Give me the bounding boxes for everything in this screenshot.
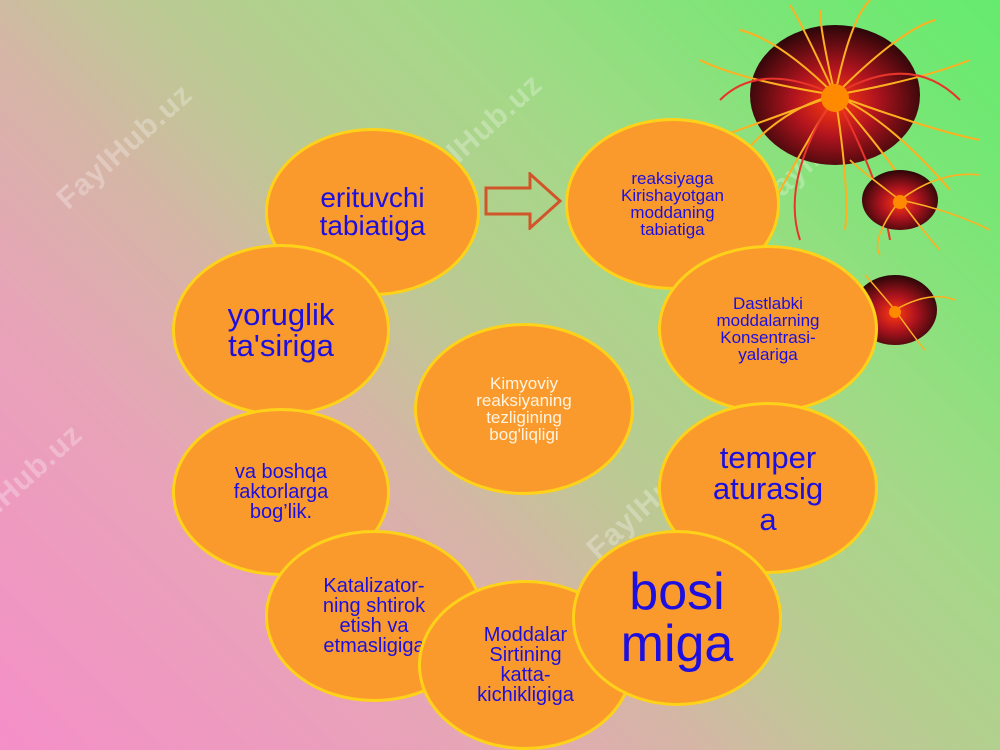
bubble-yoruglik: yoruglik ta'siriga <box>172 244 390 416</box>
center-title: Kimyoviy reaksiyaning tezligining bog'li… <box>476 374 572 444</box>
bubble-katalizator-label: Katalizator- ning shtirok etish va etmas… <box>322 575 426 657</box>
bubble-erituvchi-label: erituvchi tabiatiga <box>319 182 426 241</box>
flower-head-medium <box>849 159 991 256</box>
bubble-reaksiyaga-label: reaksiyaga Kirishayotgan moddaning tabia… <box>620 169 724 239</box>
decorative-flowers-clipart <box>699 0 991 351</box>
bubble-center: Kimyoviy reaksiyaning tezligining bog'li… <box>414 323 634 495</box>
bubble-boshqa-label: va boshqa faktorlarga bog’lik. <box>233 461 329 523</box>
watermark: FaylHub.uz <box>50 77 199 216</box>
bubble-bosim: bosi miga <box>572 530 782 706</box>
right-arrow-icon <box>484 172 563 230</box>
bubble-dastlabki: Dastlabki moddalarning Konsentrasi- yala… <box>658 245 878 413</box>
bubble-temperatura-label: temper aturasig a <box>712 439 824 537</box>
watermark: FaylHub.uz <box>0 417 89 556</box>
bubble-bosim-label: bosi miga <box>620 563 734 673</box>
bubble-moddalar-label: Moddalar Sirtining katta- kichikligiga <box>477 624 574 706</box>
bubble-yoruglik-label: yoruglik ta'siriga <box>227 297 335 363</box>
bubble-dastlabki-label: Dastlabki moddalarning Konsentrasi- yala… <box>716 294 820 364</box>
